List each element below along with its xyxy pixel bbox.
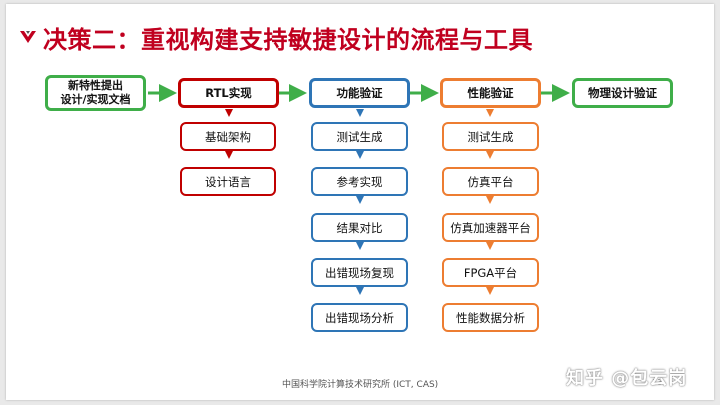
- func-connectors: [356, 109, 364, 295]
- stage-func-box: 功能验证: [309, 78, 410, 108]
- stage-rtl-box: RTL实现: [178, 78, 279, 108]
- perf-item: 性能数据分析: [442, 303, 539, 332]
- rtl-item: 设计语言: [180, 167, 276, 196]
- rtl-connectors: [225, 109, 233, 159]
- watermark: 知乎 @包云岗: [566, 368, 688, 389]
- rtl-item: 基础架构: [180, 122, 276, 151]
- perf-item: 仿真加速器平台: [442, 213, 539, 242]
- perf-connectors: [486, 109, 494, 295]
- func-item: 出错现场复现: [311, 258, 408, 287]
- func-item: 出错现场分析: [311, 303, 408, 332]
- func-item: 测试生成: [311, 122, 408, 151]
- perf-item: 仿真平台: [442, 167, 539, 196]
- stage-perf-box: 性能验证: [440, 78, 541, 108]
- perf-item: FPGA平台: [442, 258, 539, 287]
- page-title: 决策二：重视构建支持敏捷设计的流程与工具: [43, 26, 533, 54]
- func-item: 结果对比: [311, 213, 408, 242]
- institute-logo-icon: [20, 31, 36, 43]
- func-item: 参考实现: [311, 167, 408, 196]
- page-number: 13: [652, 378, 663, 387]
- perf-item: 测试生成: [442, 122, 539, 151]
- stage-spec-box: 新特性提出 设计/实现文档: [45, 75, 146, 111]
- stage-phys-box: 物理设计验证: [572, 78, 673, 108]
- footer-institute: 中国科学院计算技术研究所 (ICT, CAS): [282, 380, 439, 390]
